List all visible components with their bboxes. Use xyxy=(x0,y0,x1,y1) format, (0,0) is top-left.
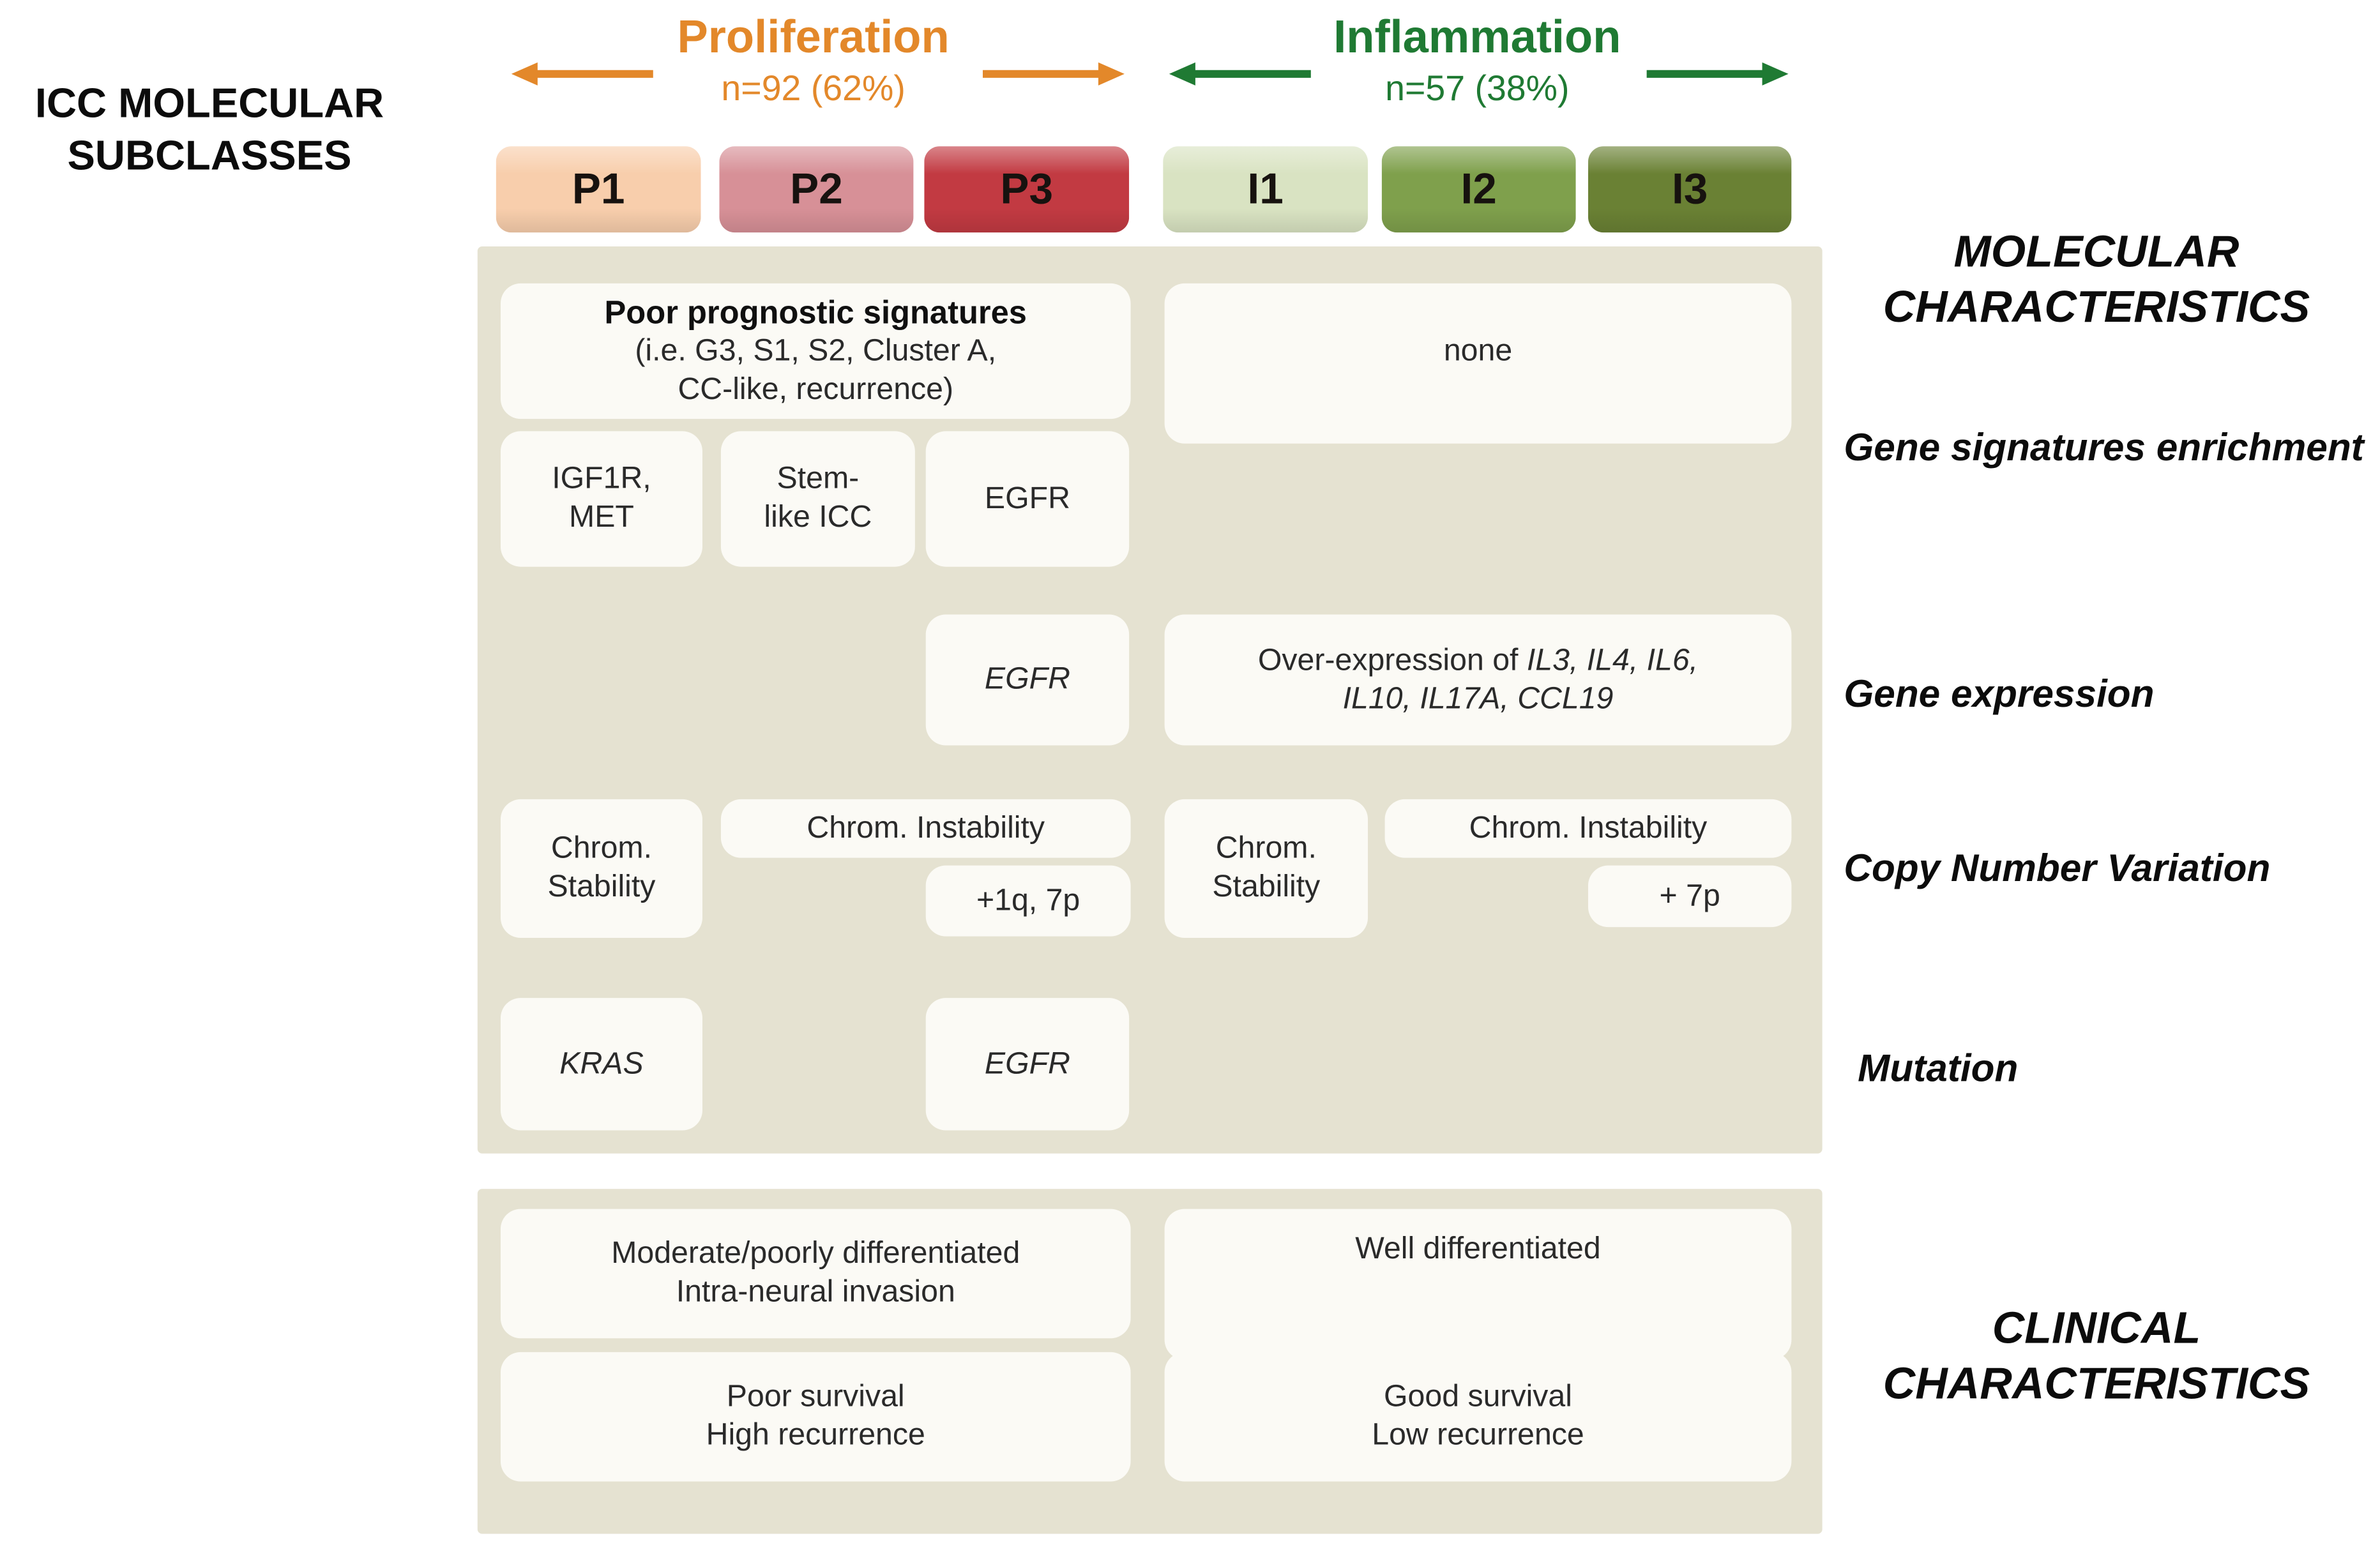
poor-prognostic-detail-line2: CC-like, recurrence) xyxy=(678,372,954,406)
cell-survival-proliferation: Poor survival High recurrence xyxy=(500,1352,1131,1482)
gain-7p-label: + 7p xyxy=(1659,878,1720,913)
subclass-chip-i2: I2 xyxy=(1381,146,1576,233)
poor-prognostic-detail-line1: (i.e. G3, S1, S2, Cluster A, xyxy=(635,333,997,368)
molecular-title-line1: MOLECULAR xyxy=(1953,228,2240,278)
proliferation-title: Proliferation xyxy=(677,12,950,63)
chip-label: I3 xyxy=(1671,165,1708,213)
igf1r-line1: IGF1R, xyxy=(552,462,651,496)
chip-label: P2 xyxy=(790,165,843,213)
none-label: none xyxy=(1443,333,1513,368)
row-label-copy-number-variation: Copy Number Variation xyxy=(1844,847,2271,891)
chrom-stability-line1: Chrom. xyxy=(550,831,653,866)
egfr-mutation-label: EGFR xyxy=(984,1046,1070,1081)
inflammation-header: Inflammation n=57 (38%) xyxy=(1160,12,1794,129)
survival-p-line2: High recurrence xyxy=(706,1418,925,1452)
chrom-instability-label: Chrom. Instability xyxy=(807,811,1045,845)
chip-label: I1 xyxy=(1247,165,1284,213)
row-label-mutation: Mutation xyxy=(1858,1047,2019,1090)
icc-title-line2: SUBCLASSES xyxy=(67,132,352,179)
egfr-expression-label: EGFR xyxy=(984,662,1070,697)
icc-molecular-subclasses-title: ICC MOLECULAR SUBCLASSES xyxy=(12,77,407,182)
cell-igf1r-met: IGF1R, MET xyxy=(500,431,702,567)
subclass-chip-i1: I1 xyxy=(1163,146,1368,233)
cell-chrom-stability-inflammation: Chrom. Stability xyxy=(1164,799,1368,938)
overexpression-line1: Over-expression of IL3, IL4, IL6, xyxy=(1258,642,1698,680)
gain-1q-7p-label: +1q, 7p xyxy=(976,883,1080,917)
chrom-stability-line1: Chrom. xyxy=(1215,831,1317,866)
stem-line1: Stem- xyxy=(777,462,860,496)
cell-gain-7p: + 7p xyxy=(1588,865,1792,928)
cell-chrom-instability-inflammation: Chrom. Instability xyxy=(1384,799,1792,858)
igf1r-line2: MET xyxy=(569,500,634,535)
proliferation-count: n=92 (62%) xyxy=(721,68,906,108)
cell-poor-prognostic-signatures: Poor prognostic signatures (i.e. G3, S1,… xyxy=(500,283,1131,419)
chrom-stability-line2: Stability xyxy=(1212,870,1321,904)
differentiation-i-label: Well differentiated xyxy=(1355,1232,1601,1266)
cell-egfr-expression: EGFR xyxy=(925,614,1130,746)
section-title-molecular: MOLECULAR CHARACTERISTICS xyxy=(1838,225,2355,336)
chrom-instability-label: Chrom. Instability xyxy=(1469,811,1708,845)
cell-kras: KRAS xyxy=(500,998,702,1131)
left-arrow-icon xyxy=(1169,62,1311,86)
cell-differentiation-inflammation: Well differentiated xyxy=(1164,1209,1792,1360)
overexpression-genes-line2: IL10, IL17A, CCL19 xyxy=(1342,681,1614,716)
chip-label: I2 xyxy=(1460,165,1497,213)
chip-label: P1 xyxy=(572,165,625,213)
cell-egfr-mutation: EGFR xyxy=(925,998,1130,1131)
subclass-chip-p3: P3 xyxy=(924,146,1130,233)
proliferation-header: Proliferation n=92 (62%) xyxy=(496,12,1131,129)
row-label-gene-expression: Gene expression xyxy=(1844,673,2155,716)
chip-label: P3 xyxy=(1000,165,1054,213)
cell-egfr-enrichment: EGFR xyxy=(925,431,1130,567)
differentiation-p-line1: Moderate/poorly differentiated xyxy=(611,1236,1020,1271)
cell-overexpression: Over-expression of IL3, IL4, IL6, IL10, … xyxy=(1164,614,1792,746)
right-arrow-icon xyxy=(1646,62,1789,86)
cell-stem-like-icc: Stem- like ICC xyxy=(720,431,915,567)
survival-i-line1: Good survival xyxy=(1384,1380,1572,1414)
overexpression-prefix: Over-expression of xyxy=(1257,643,1527,677)
icc-title-line1: ICC MOLECULAR xyxy=(34,80,384,126)
molecular-title-line2: CHARACTERISTICS xyxy=(1883,283,2310,333)
egfr-enrichment-label: EGFR xyxy=(984,481,1070,515)
overexpression-genes-line1: IL3, IL4, IL6, xyxy=(1526,643,1699,677)
clinical-title-line2: CHARACTERISTICS xyxy=(1883,1359,2310,1410)
right-arrow-icon xyxy=(982,62,1125,86)
cell-differentiation-proliferation: Moderate/poorly differentiated Intra-neu… xyxy=(500,1209,1131,1339)
survival-p-line1: Poor survival xyxy=(726,1380,905,1414)
cell-none: none xyxy=(1164,283,1792,444)
inflammation-title: Inflammation xyxy=(1333,12,1621,63)
survival-i-line2: Low recurrence xyxy=(1372,1418,1584,1452)
inflammation-count: n=57 (38%) xyxy=(1385,68,1570,108)
cell-gain-1q-7p: +1q, 7p xyxy=(925,865,1131,937)
cell-chrom-instability-proliferation: Chrom. Instability xyxy=(720,799,1131,858)
cell-survival-inflammation: Good survival Low recurrence xyxy=(1164,1352,1792,1482)
stem-line2: like ICC xyxy=(764,500,872,535)
clinical-title-line1: CLINICAL xyxy=(1992,1304,2201,1354)
section-title-clinical: CLINICAL CHARACTERISTICS xyxy=(1838,1301,2355,1412)
left-arrow-icon xyxy=(511,62,653,86)
subclass-chip-p2: P2 xyxy=(719,146,914,233)
differentiation-p-line2: Intra-neural invasion xyxy=(676,1275,955,1309)
kras-label: KRAS xyxy=(559,1046,644,1081)
row-label-gene-signatures: Gene signatures enrichment xyxy=(1844,426,2364,470)
subclass-chip-i3: I3 xyxy=(1588,146,1792,233)
subclass-chip-p1: P1 xyxy=(496,146,701,233)
poor-prognostic-title: Poor prognostic signatures xyxy=(604,294,1027,331)
chrom-stability-line2: Stability xyxy=(547,870,656,904)
cell-chrom-stability-proliferation: Chrom. Stability xyxy=(500,799,702,938)
